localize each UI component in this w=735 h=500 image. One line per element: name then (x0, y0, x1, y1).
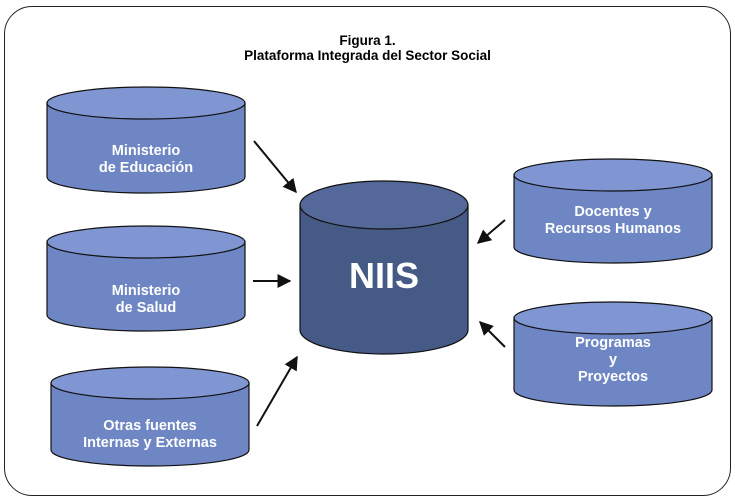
figure-title-block: Figura 1. Plataforma Integrada del Secto… (0, 33, 735, 63)
label-programas-line-3: Proyectos (577, 369, 649, 385)
label-salud: Ministerio de Salud (47, 283, 245, 317)
cylinder-otras (50, 366, 250, 467)
label-educacion-line-1: Ministerio (111, 143, 181, 159)
label-docentes: Docentes y Recursos Humanos (514, 204, 712, 238)
cylinder-niis (299, 180, 469, 355)
label-otras: Otras fuentes Internas y Externas (51, 418, 249, 452)
label-programas-line-1: Programas (575, 335, 651, 351)
label-docentes-line-1: Docentes y (574, 204, 652, 220)
label-niis: NIIS (348, 255, 419, 296)
label-otras-line-2: Internas y Externas (83, 435, 217, 451)
label-programas: Programas y Proyectos (514, 335, 712, 386)
label-otras-line-1: Otras fuentes (103, 418, 197, 434)
cylinder-salud (46, 225, 246, 332)
arrow-educacion (253, 140, 297, 194)
label-programas-line-2: y (608, 352, 618, 368)
cylinder-docentes (513, 158, 713, 264)
label-educacion: Ministerio de Educación (47, 143, 245, 177)
label-salud-line-2: de Salud (115, 300, 177, 316)
label-docentes-line-2: Recursos Humanos (544, 221, 682, 237)
arrow-programas (479, 321, 506, 348)
arrow-otras (256, 355, 298, 427)
arrow-docentes (476, 219, 506, 244)
label-salud-line-1: Ministerio (111, 283, 181, 299)
cylinder-programas (513, 301, 713, 407)
figure-number: Figura 1. (339, 33, 396, 48)
figure-title: Plataforma Integrada del Sector Social (244, 48, 491, 63)
label-educacion-line-2: de Educación (98, 160, 194, 176)
cylinder-educacion (46, 86, 246, 194)
